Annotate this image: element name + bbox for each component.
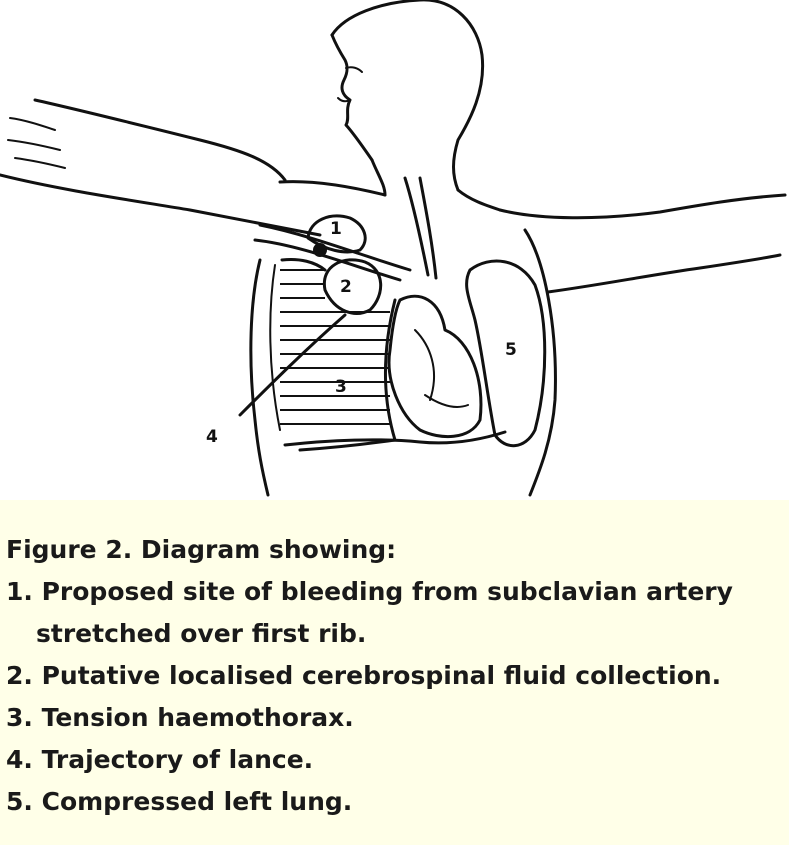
caption-item-3: 3. Tension haemothorax. (6, 703, 354, 732)
region-1-bleed-site (306, 214, 367, 254)
region-5-compressed-lung (465, 259, 547, 448)
caption-item-1-continued: stretched over first rib. (36, 619, 367, 648)
chest-wall-left (523, 228, 557, 497)
label-5: 5 (505, 340, 517, 360)
head-outline (330, 0, 485, 192)
heart (387, 294, 483, 439)
neck-back (456, 188, 502, 212)
raised-arm-upper (33, 98, 287, 182)
neck-front (370, 158, 387, 197)
label-3: 3 (335, 377, 347, 397)
shoulder-right (278, 180, 387, 197)
label-4: 4 (206, 427, 218, 447)
figure-caption: Figure 2. Diagram showing: 1. Proposed s… (0, 500, 789, 845)
caption-item-4: 4. Trajectory of lance. (6, 745, 314, 774)
raised-arm-fingers (7, 117, 66, 169)
chest-wall-right-inner (269, 264, 281, 431)
bleed-dot (313, 243, 327, 257)
raised-arm-lower (0, 173, 322, 237)
region-3-haemothorax (280, 258, 397, 452)
nose-mark (337, 97, 351, 103)
chest-wall-right (249, 258, 270, 497)
label-2: 2 (340, 277, 352, 297)
region-4-lance-trajectory (238, 313, 347, 417)
label-1: 1 (330, 219, 342, 239)
caption-item-1: 1. Proposed site of bleeding from subcla… (6, 577, 733, 606)
caption-item-5: 5. Compressed left lung. (6, 787, 353, 816)
subclavian-band (253, 223, 412, 282)
caption-item-2: 2. Putative localised cerebrospinal flui… (6, 661, 722, 690)
region-2-csf-collection (322, 258, 383, 315)
left-arm-upper (498, 193, 787, 220)
left-arm-lower (546, 253, 782, 294)
heart-inner (414, 329, 469, 408)
face-profile (330, 33, 374, 162)
trachea (403, 176, 438, 280)
caption-title: Figure 2. Diagram showing: (6, 535, 397, 564)
anatomy-diagram: 1 2 3 4 5 (0, 0, 787, 497)
haemothorax-hatching (280, 269, 390, 425)
diaphragm (283, 430, 507, 447)
eye-mark (345, 66, 363, 73)
